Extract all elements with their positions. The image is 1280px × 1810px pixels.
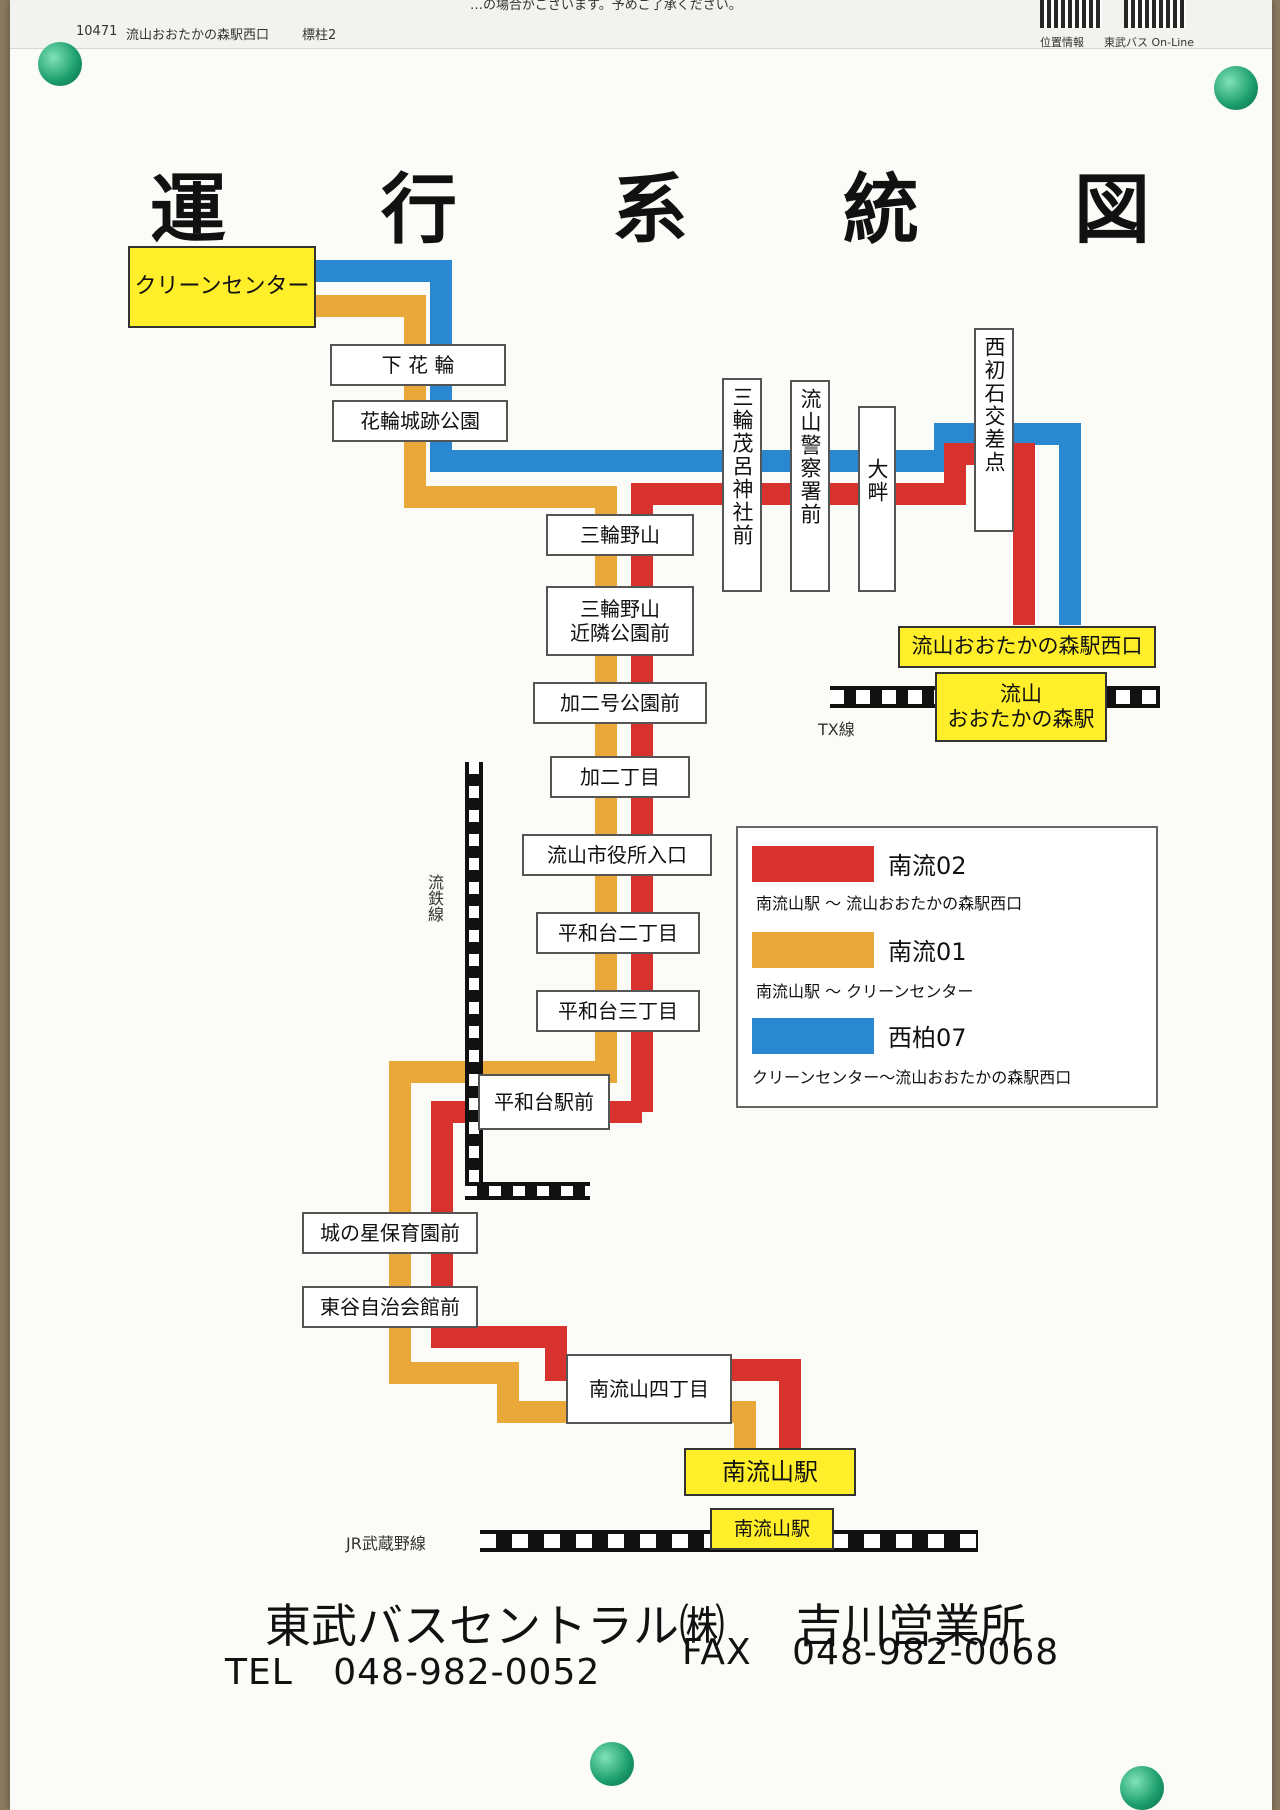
stop-label-line2: 近隣公園前 [570, 621, 670, 645]
legend-swatch-blue [752, 1018, 874, 1054]
route-line-minamiryu01 [315, 295, 756, 1450]
stop-kani-chome[interactable]: 加二丁目 [550, 756, 690, 798]
stop-miwa-noyama-park[interactable]: 三輪野山 近隣公園前 [546, 586, 694, 656]
push-pin-icon [38, 42, 82, 86]
tel-number[interactable]: 048-982-0052 [333, 1652, 601, 1693]
push-pin-icon [1214, 66, 1258, 110]
legend-desc: 南流山駅 ～ 流山おおたかの森駅西口 [756, 894, 1023, 913]
legend-name: 南流01 [888, 938, 967, 966]
label-jr-line: JR武蔵野線 [346, 1534, 426, 1553]
legend-swatch-orange [752, 932, 874, 968]
stop-kaniigo-park[interactable]: 加二号公園前 [533, 682, 707, 724]
station-otaka[interactable]: 流山 おおたかの森駅 [935, 672, 1107, 742]
stop-code: 10471 [76, 24, 118, 39]
title-char: 統 [843, 165, 919, 254]
stop-city-hall-entrance[interactable]: 流山市役所入口 [522, 834, 712, 876]
office-name: 吉川営業所 [796, 1599, 1026, 1653]
qr-code-online[interactable] [1124, 0, 1186, 28]
stop-label-line1: 三輪野山 [580, 597, 660, 621]
ryutetsu-rail-line [465, 762, 590, 1200]
qr-label-location: 位置情報 [1040, 36, 1084, 49]
stop-heiwadai-2[interactable]: 平和台二丁目 [536, 912, 700, 954]
pole-number: 標柱2 [302, 28, 337, 43]
title-char: 運 [150, 165, 226, 254]
push-pin-icon [1120, 1766, 1164, 1810]
label-tx-line: TX線 [818, 720, 855, 739]
stop-miwa-noyama[interactable]: 三輪野山 [546, 514, 694, 556]
label-ryutetsu-line: 流鉄線 [425, 874, 444, 922]
stop-shimo-hanawa[interactable]: 下 花 輪 [330, 344, 506, 386]
stop-name-small: 流山おおたかの森駅西口 [126, 28, 270, 43]
push-pin-icon [590, 1742, 634, 1786]
station-otaka-line2: おおたかの森駅 [947, 707, 1095, 731]
legend-desc: クリーンセンター～流山おおたかの森駅西口 [752, 1068, 1072, 1087]
stop-shiro-hoikuen[interactable]: 城の星保育園前 [302, 1212, 478, 1254]
stop-police-station[interactable]: 流山警察署前 [790, 380, 830, 592]
tel-label: TEL [225, 1652, 293, 1693]
fax-number: 048-982-0068 [792, 1632, 1060, 1673]
route-map-poster: …の場合がございます。予めご了承ください。 10471 流山おおたかの森駅西口 … [10, 0, 1272, 1810]
route-line-minamiryu02 [431, 1101, 801, 1450]
fax: FAX 048-982-0068 [682, 1632, 1059, 1673]
notice-text: …の場合がございます。予めご了承ください。 [470, 0, 742, 13]
legend-name: 西柏07 [888, 1024, 967, 1052]
qr-label-online: 東武バス On-Line [1104, 36, 1195, 49]
qr-code-location[interactable] [1040, 0, 1102, 28]
route-legend: 南流02 南流山駅 ～ 流山おおたかの森駅西口 南流01 南流山駅 ～ クリーン… [736, 826, 1158, 1108]
telephone: TEL 048-982-0052 [225, 1652, 600, 1693]
station-minami-nagareyama[interactable]: 南流山駅 [710, 1508, 834, 1550]
stop-minami-4chome[interactable]: 南流山四丁目 [566, 1354, 732, 1424]
stop-clean-center[interactable]: クリーンセンター [128, 246, 316, 328]
title-char: 図 [1074, 165, 1150, 254]
stop-hanawa-castle-park[interactable]: 花輪城跡公園 [332, 400, 508, 442]
legend-swatch-red [752, 846, 874, 882]
stop-higashiya-hall[interactable]: 東谷自治会館前 [302, 1286, 478, 1328]
stop-heiwadai-station[interactable]: 平和台駅前 [478, 1074, 610, 1130]
legend-desc: 南流山駅 ～ クリーンセンター [756, 982, 974, 1001]
legend-name: 南流02 [888, 852, 967, 880]
stop-nishihatsuishi[interactable]: 西初石交差点 [974, 328, 1014, 532]
fax-label: FAX [682, 1632, 752, 1673]
stop-otaka-west[interactable]: 流山おおたかの森駅西口 [898, 626, 1156, 668]
stop-ooguro[interactable]: 大畔 [858, 406, 896, 592]
stop-heiwadai-3[interactable]: 平和台三丁目 [536, 990, 700, 1032]
stop-minami-nagareyama[interactable]: 南流山駅 [684, 1448, 856, 1496]
page-title: 運 行 系 統 図 [150, 148, 1150, 258]
title-char: 行 [381, 165, 457, 254]
title-char: 系 [612, 165, 688, 254]
company-name: 東武バスセントラル㈱ [265, 1599, 725, 1653]
stop-miwa-moro-shrine[interactable]: 三輪茂呂神社前 [722, 378, 762, 592]
station-otaka-line1: 流山 [1000, 681, 1042, 706]
